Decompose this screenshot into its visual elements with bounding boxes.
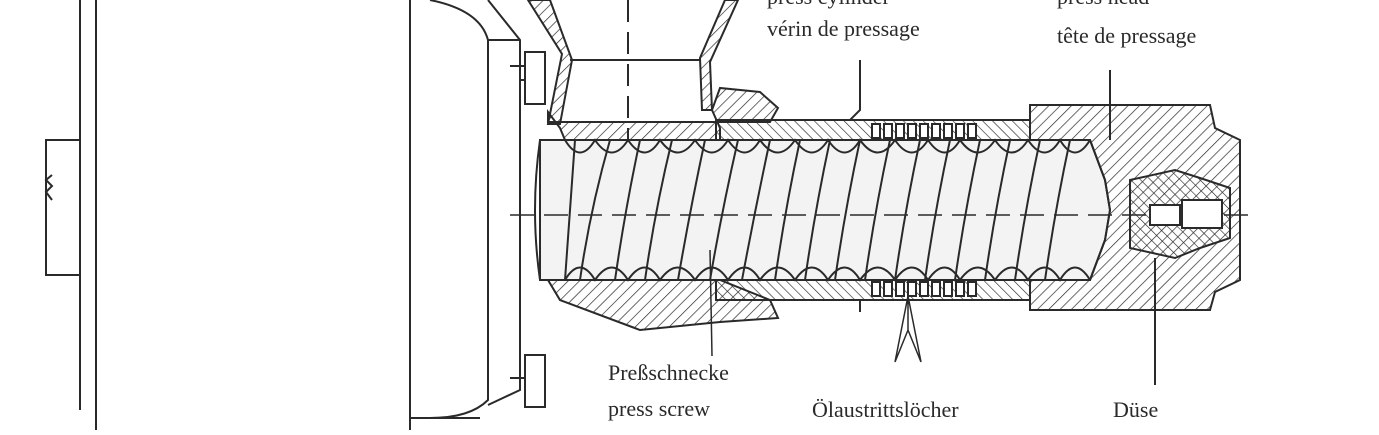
screw-threads — [564, 139, 1071, 281]
nozzle-label-de: Düse — [1113, 397, 1158, 422]
drain-slots — [871, 123, 977, 297]
nozzle — [1129, 168, 1231, 385]
screw-label-en: press screw — [608, 396, 710, 421]
screw-shaft — [534, 138, 1112, 282]
motor-flange — [44, 0, 97, 430]
head-label-fr: tête de pressage — [1057, 23, 1196, 48]
screw-label-de: Preßschnecke — [608, 360, 729, 385]
head-label-partial: press head — [1057, 0, 1149, 9]
holes-label-de: Ölaustrittslöcher — [812, 397, 959, 422]
leader-lines — [709, 249, 922, 363]
bolts — [510, 51, 546, 408]
cylinder-label-partial: press cylinder — [767, 0, 890, 9]
cylinder-label-fr: vérin de pressage — [767, 16, 920, 41]
press-frame — [409, 0, 521, 430]
thread-crests — [564, 138, 1091, 282]
